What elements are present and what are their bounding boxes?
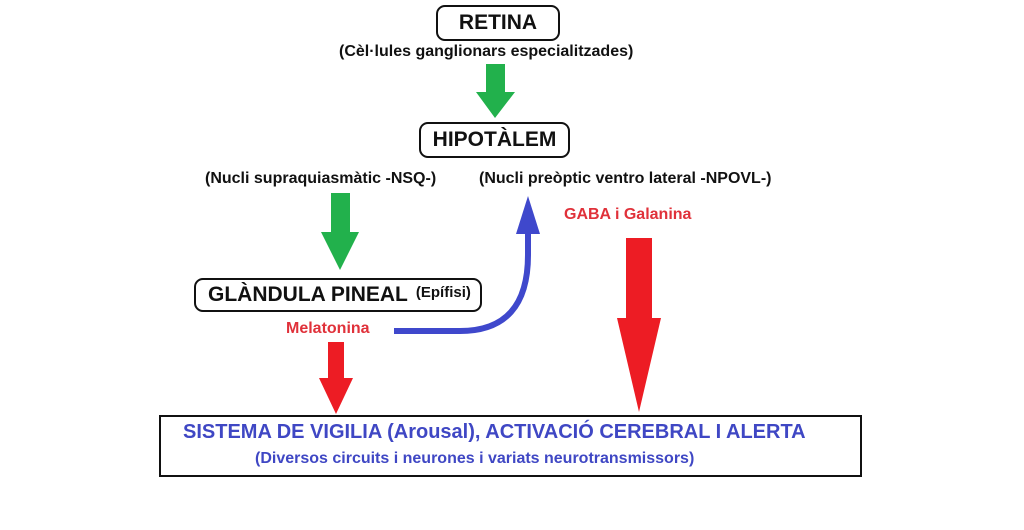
- pineal-subtitle: (Epífisi): [415, 283, 471, 301]
- arrow-gaba-to-vigilia: [617, 238, 661, 412]
- hipotalem-box: HIPOTÀLEM: [419, 122, 570, 158]
- arrow-nsq-to-pineal: [321, 193, 359, 270]
- hipotalem-title: HIPOTÀLEM: [432, 128, 557, 151]
- arrow-melatonina-to-npovl-head: [516, 196, 540, 234]
- melatonina-label: Melatonina: [286, 320, 370, 337]
- pineal-box: GLÀNDULA PINEAL (Epífisi): [194, 278, 482, 312]
- vigilia-subtitle: (Diversos circuits i neurones i variats …: [255, 450, 695, 467]
- retina-box: RETINA: [436, 5, 560, 41]
- retina-title: RETINA: [458, 11, 538, 34]
- arrow-melatonina-to-npovl-line: [394, 228, 531, 334]
- arrow-retina-to-hipotalem: [476, 64, 515, 118]
- vigilia-box: SISTEMA DE VIGILIA (Arousal), ACTIVACIÓ …: [159, 415, 862, 477]
- nsq-label: (Nucli supraquiasmàtic -NSQ-): [205, 170, 437, 187]
- vigilia-title: SISTEMA DE VIGILIA (Arousal), ACTIVACIÓ …: [183, 421, 806, 443]
- npovl-label: (Nucli preòptic ventro lateral -NPOVL-): [479, 170, 772, 187]
- arrow-melatonina-to-vigilia: [319, 342, 353, 414]
- pineal-title: GLÀNDULA PINEAL: [208, 283, 408, 306]
- retina-subtitle: (Cèl·lules ganglionars especialitzades): [339, 43, 634, 60]
- gaba-galanina-label: GABA i Galanina: [564, 206, 692, 223]
